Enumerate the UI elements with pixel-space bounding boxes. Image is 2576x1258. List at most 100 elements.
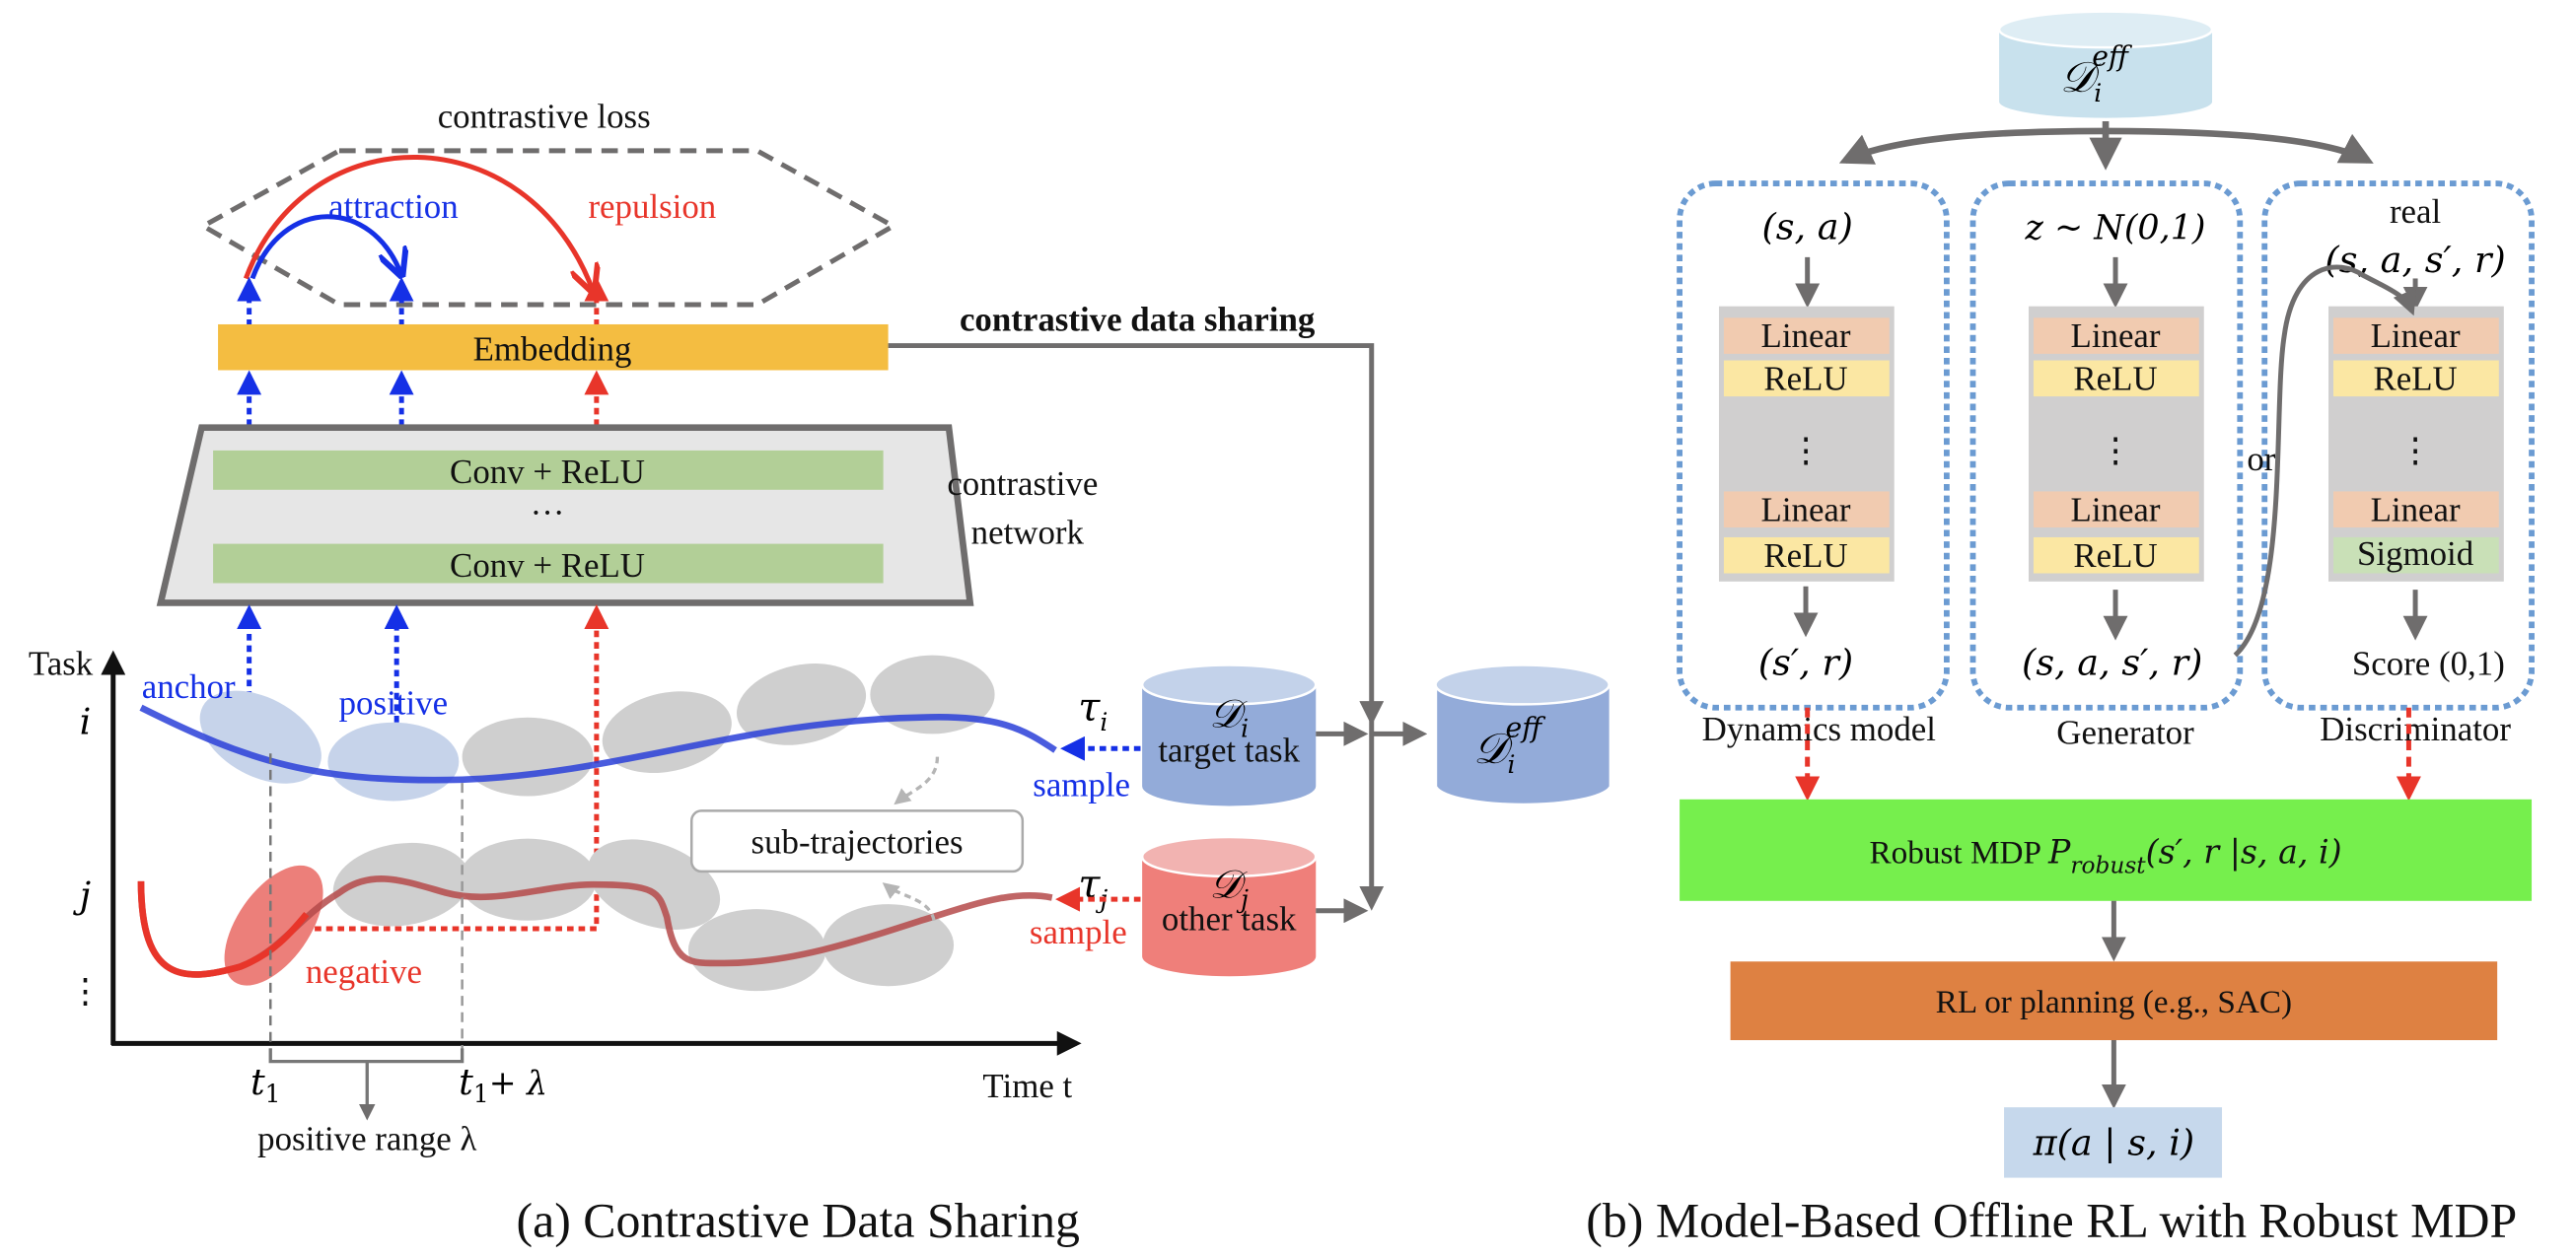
generator-layer-label: ReLU: [2073, 359, 2157, 397]
generator-layer: [2033, 491, 2199, 527]
or-label: or: [2247, 440, 2275, 478]
dynamics-input: (s, a): [1762, 206, 1853, 248]
positive-segment: [327, 722, 460, 802]
negative-segment: [224, 865, 323, 986]
conv-layer-bottom-label: Conv + ReLU: [450, 546, 645, 585]
conv-layer-bottom: [213, 543, 884, 584]
positive-range-label: positive range λ: [257, 1119, 476, 1157]
contrastive-loss-label: contrastive loss: [438, 98, 651, 136]
discriminator-output: Score (0,1): [2352, 645, 2505, 683]
generator-input: z ~ N(0,1): [2025, 209, 2206, 248]
dynamics-layer-label: ReLU: [1763, 359, 1847, 397]
task-i-label: i: [80, 700, 92, 742]
network-label-line1: contrastive: [947, 464, 1098, 503]
embedding-label: Embedding: [473, 330, 632, 369]
discriminator-layer: [2333, 536, 2499, 574]
discriminator-input: (s, a, s′, r): [2325, 239, 2505, 281]
discriminator-ellipsis: ⋮: [2398, 432, 2433, 470]
module-dynamics-frame: [1677, 180, 1950, 711]
discriminator-label: Discriminator: [2320, 710, 2511, 748]
module-generator: z ~ N(0,1) Linear ReLU ⋮ Linear ReLU (s,…: [2022, 209, 2205, 752]
x-axis-label: Time t: [982, 1067, 1072, 1105]
robust-mdp-label: Robust MDP Probust(s′, r |s, a, i): [1870, 833, 2342, 879]
t1-lambda-label: t1+ λ: [459, 1061, 547, 1108]
embedding-layer: [218, 323, 889, 371]
anchor-label: anchor: [142, 667, 236, 706]
dataset-eff-symbol: 𝒟ieff: [1473, 712, 1546, 780]
sub-trajectory: [587, 839, 721, 930]
sharing-label: contrastive data sharing: [960, 301, 1316, 339]
dataset-j-label: other task: [1162, 900, 1297, 939]
discriminator-layer-label: Sigmoid: [2357, 534, 2474, 573]
sub-trajectory: [332, 842, 470, 927]
attraction-arc: [250, 214, 401, 279]
panel-a-caption: (a) Contrastive Data Sharing: [516, 1193, 1079, 1247]
dynamics-layer-label: Linear: [1761, 316, 1851, 355]
dataset-i-label: target task: [1158, 732, 1300, 770]
negative-arrow-low: [315, 604, 609, 932]
generator-ellipsis: ⋮: [2099, 432, 2133, 470]
sub-trajectory: [602, 691, 732, 774]
tau-i-label: τi: [1078, 685, 1108, 736]
dynamics-layer: [1723, 317, 1890, 354]
network-label-line2: network: [971, 514, 1085, 552]
repulsion-arc: [243, 155, 593, 291]
split-arrow-right: [2106, 127, 2374, 164]
dataset-other-task: 𝒟j other task: [1140, 835, 1318, 977]
generator-layer: [2033, 360, 2199, 397]
sub-trajectory: [823, 904, 955, 987]
trajectory-task-i: [139, 704, 1057, 784]
pointer-down: [882, 882, 936, 922]
module-dynamics: (s, a) Linear ReLU ⋮ Linear ReLU (s′, r)…: [1702, 206, 1936, 748]
generator-output: (s, a, s′, r): [2022, 642, 2202, 684]
generator-to-discriminator-curve: [2233, 264, 2416, 658]
discriminator-layer: [2333, 491, 2499, 527]
dataset-target-task: 𝒟i target task: [1140, 664, 1318, 806]
discriminator-layer: [2333, 317, 2499, 354]
panel-b-caption: (b) Model-Based Offline RL with Robust M…: [1586, 1193, 2517, 1247]
task-j-label: j: [73, 874, 91, 916]
policy-label: π(a | s, i): [2033, 1121, 2195, 1163]
dynamics-ellipsis: ⋮: [1789, 432, 1824, 470]
module-discriminator-frame: [2261, 180, 2535, 711]
sub-trajectory: [737, 664, 867, 745]
conv-layer-top: [213, 450, 884, 490]
discriminator-layer-label: ReLU: [2373, 359, 2457, 397]
sub-trajectory: [687, 909, 826, 992]
dynamics-layer-label: Linear: [1761, 490, 1851, 528]
repulsion-label: repulsion: [588, 187, 716, 226]
conv-ellipsis: ···: [531, 494, 565, 532]
policy-box: [2004, 1107, 2223, 1178]
anchor-segment: [199, 690, 322, 784]
discriminator-real-label: real: [2390, 192, 2441, 231]
generator-layer-label: ReLU: [2073, 536, 2157, 575]
attraction-label: attraction: [328, 187, 459, 226]
dataset-effective: 𝒟ieff: [1434, 664, 1610, 804]
dataset-eff-top-symbol: 𝒟ieff: [2060, 39, 2133, 107]
discriminator-layer: [2333, 360, 2499, 397]
dynamics-layer: [1723, 360, 1890, 397]
panel-b: 𝒟ieff (s, a) Linear ReLU ⋮ Linear ReLU (…: [1586, 10, 2535, 1247]
tau-j-label: τj: [1078, 862, 1108, 913]
generator-layer-label: Linear: [2071, 316, 2161, 355]
dynamics-layer-label: ReLU: [1763, 536, 1847, 575]
generator-label: Generator: [2056, 713, 2194, 751]
task-more-label: ⋮: [68, 972, 103, 1011]
positive-range-bracket: [268, 1048, 465, 1064]
generator-layer: [2033, 317, 2199, 354]
sharing-connector: [888, 343, 1385, 727]
y-axis-label: Task: [29, 645, 94, 683]
dynamics-output: (s′, r): [1758, 642, 1853, 684]
sub-trajectory: [459, 838, 597, 921]
rl-box: [1730, 961, 2498, 1041]
t1-label: t1: [250, 1061, 281, 1108]
sub-trajectory: [462, 717, 594, 797]
split-arrow-left: [1838, 127, 2107, 165]
dynamics-layer: [1723, 536, 1890, 574]
negative-label: negative: [306, 952, 422, 991]
sub-trajectories-box: [689, 809, 1025, 874]
positive-label: positive: [339, 683, 448, 722]
discriminator-layer-label: Linear: [2371, 316, 2461, 355]
dynamics-layer: [1723, 491, 1890, 527]
rl-label: RL or planning (e.g., SAC): [1936, 984, 2292, 1020]
